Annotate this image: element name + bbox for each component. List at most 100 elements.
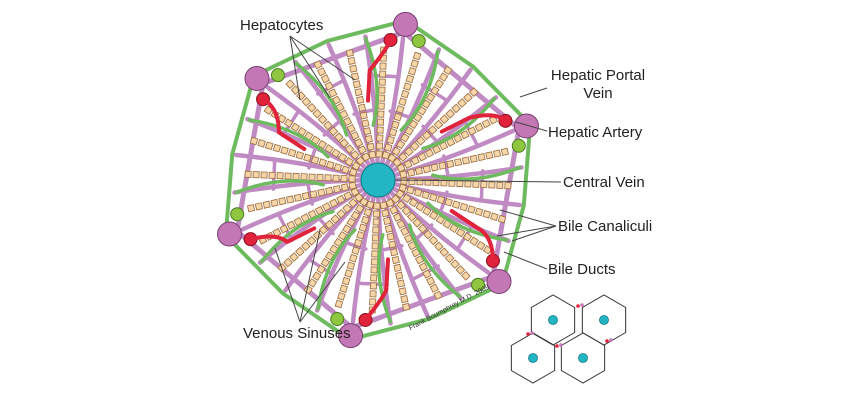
hepatocyte — [276, 172, 284, 180]
sinus-connector — [352, 108, 374, 116]
hepatocyte — [363, 208, 373, 217]
hepatocyte — [355, 203, 365, 214]
hepatocyte — [339, 284, 348, 293]
hepatocyte — [395, 105, 405, 114]
hepatocyte — [400, 89, 410, 99]
central-vein-group — [360, 162, 396, 198]
hepatocyte — [381, 209, 390, 218]
bile-canaliculus — [294, 61, 349, 137]
hepatocyte — [428, 235, 439, 246]
hepatocyte — [481, 119, 491, 129]
hepatocyte — [384, 224, 393, 233]
hepatocyte — [324, 174, 332, 182]
hepatocyte — [320, 74, 330, 84]
hepatocyte — [343, 191, 353, 201]
hepatocyte — [456, 180, 464, 188]
hepatocyte — [351, 161, 361, 171]
hepatocyte — [357, 103, 367, 112]
sinus-connector — [306, 184, 314, 206]
inset-central-vein — [599, 315, 609, 325]
hepatocyte — [303, 153, 312, 163]
inset-portal-dot — [609, 338, 613, 342]
hepatocyte — [378, 86, 386, 94]
hepatocyte — [410, 156, 420, 166]
hepatocyte — [328, 126, 339, 137]
hepatocyte — [410, 141, 420, 152]
hepatocyte — [369, 298, 377, 306]
bile-canaliculus — [399, 49, 440, 132]
hepatocyte — [257, 139, 266, 148]
hepatocyte — [350, 210, 361, 221]
hepatocyte — [265, 141, 274, 150]
hepatocyte — [424, 148, 435, 158]
hepatocyte — [306, 235, 317, 246]
hepatocyte — [370, 266, 378, 274]
hepatic-portal-vein — [392, 11, 418, 37]
hepatocyte — [357, 145, 367, 155]
hepatocyte — [317, 139, 328, 150]
hepatocyte — [316, 173, 324, 182]
hepatocyte — [348, 175, 356, 183]
hepatocyte — [290, 122, 301, 133]
hepatocyte — [469, 87, 479, 97]
hepatocyte — [385, 198, 395, 208]
hepatocyte — [474, 122, 484, 132]
label-bile-ducts: Bile Ducts — [548, 261, 616, 278]
hepatocyte — [429, 193, 438, 202]
hepatocyte — [375, 150, 383, 158]
hepatocyte — [301, 191, 310, 201]
hepatocyte — [477, 153, 486, 162]
leader-line — [289, 35, 331, 99]
hepatocyte — [372, 210, 381, 218]
hepatocyte — [293, 193, 302, 202]
hepatocyte — [351, 246, 361, 255]
bile-canaliculus — [316, 228, 357, 311]
hepatocyte — [330, 214, 341, 224]
hepatocyte — [504, 182, 512, 190]
hepatocyte — [463, 92, 473, 103]
hepatocyte — [342, 203, 352, 214]
hepatocyte — [365, 200, 375, 210]
arteriole-branch — [261, 97, 307, 151]
bile-canaliculus — [247, 118, 330, 159]
hepatocyte — [392, 157, 402, 168]
hepatocyte — [421, 130, 432, 141]
central-vein — [360, 162, 396, 198]
hepatocyte — [416, 178, 424, 186]
bile-duct-node — [230, 207, 245, 222]
hepatocyte — [342, 224, 352, 234]
hepatocyte — [324, 219, 335, 230]
hepatocyte — [396, 200, 406, 210]
hepatocyte — [337, 152, 348, 163]
hepatocyte — [480, 181, 488, 189]
hepatocyte — [412, 51, 422, 61]
hepatocyte — [455, 265, 466, 275]
hepatocyte — [398, 287, 407, 296]
hepatic-artery-branches — [243, 33, 513, 327]
hepatocyte — [363, 127, 372, 136]
hepatocyte — [490, 212, 499, 221]
hepatocyte — [244, 170, 252, 178]
hepatocyte — [396, 219, 406, 229]
hepatocyte — [286, 195, 295, 204]
hepatocyte — [395, 271, 404, 280]
hepatocyte — [396, 163, 406, 173]
hepatocyte — [347, 56, 356, 65]
inset-central-vein — [578, 353, 588, 363]
hepatocyte — [346, 217, 356, 227]
hepatocyte — [317, 188, 326, 197]
hepatocyte — [455, 227, 466, 238]
hepatocyte — [438, 161, 447, 170]
hepatocyte — [356, 95, 365, 104]
hepatocyte — [337, 230, 348, 241]
hepatocyte — [346, 123, 356, 134]
hepatocyte — [400, 295, 409, 304]
hepatocyte — [412, 217, 422, 228]
hepatocyte — [415, 202, 425, 212]
hepatocyte — [395, 189, 405, 199]
hepatocyte — [371, 242, 379, 250]
hepatocyte — [359, 111, 368, 120]
hepatocyte — [439, 114, 450, 125]
hepatocyte — [283, 257, 293, 268]
